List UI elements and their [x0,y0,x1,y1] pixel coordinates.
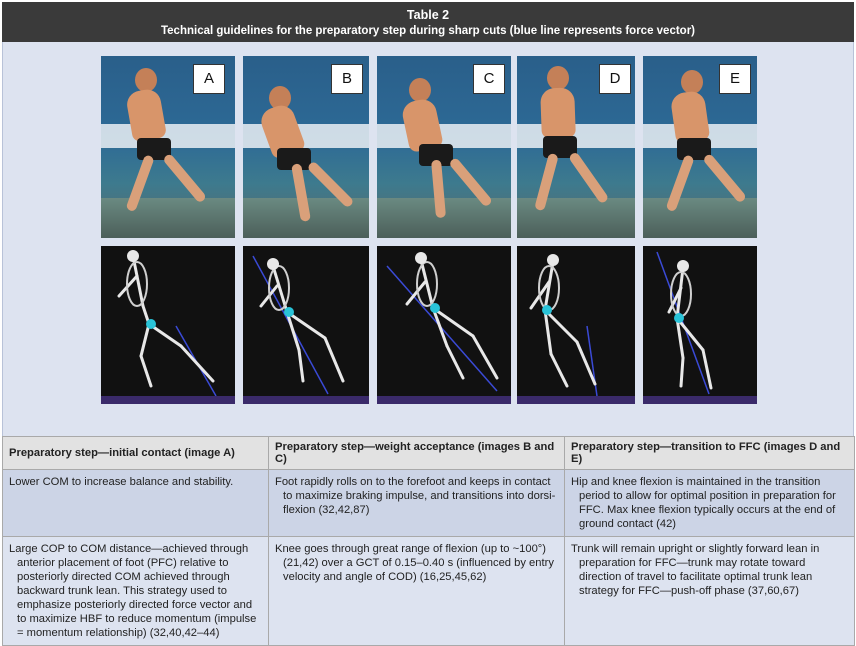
photo-panel-a: A [101,56,235,238]
panel-label-a: A [193,64,225,94]
runner-torso [124,87,168,143]
table-cell: Lower COM to increase balance and stabil… [2,469,269,537]
table-row: Lower COM to increase balance and stabil… [2,469,855,537]
floor [643,198,757,238]
runner-leg [567,151,610,205]
table-cell: Trunk will remain upright or slightly fo… [564,536,855,646]
runner-leg [702,152,748,204]
skeleton-figure [517,254,635,404]
photo-panel-e: E [643,56,757,238]
table-header-row: Preparatory step—initial contact (image … [2,436,855,470]
runner-head [681,70,703,94]
runner-shorts [543,136,577,158]
runner-shorts [277,148,311,170]
skeleton-panel-b [243,246,369,404]
floor [101,198,235,238]
panel-label-b: B [331,64,363,94]
table-cell: Hip and knee flexion is maintained in th… [564,469,855,537]
photo-panel-d: D [517,56,635,238]
column-header: Preparatory step—initial contact (image … [2,436,269,470]
skeleton-panel-d [517,246,635,404]
table-cell: Large COP to COM distance—achieved throu… [2,536,269,646]
skeleton-figure [377,252,511,404]
photo-panel-b: B [243,56,369,238]
table-cell: Foot rapidly rolls on to the forefoot an… [268,469,565,537]
table-title: Table 2 [406,8,450,22]
panel-label-e: E [719,64,751,94]
column-header: Preparatory step—weight acceptance (imag… [268,436,565,470]
photo-panel-c: C [377,56,511,238]
table-header: Table 2 Technical guidelines for the pre… [2,2,854,42]
skeleton-figure [101,250,235,404]
runner-head [547,66,569,90]
runner-shorts [419,144,453,166]
skeleton-panel-a [101,246,235,404]
guidelines-table: Preparatory step—initial contact (image … [2,436,855,646]
skeleton-panel-c [377,246,511,404]
panel-label-c: C [473,64,505,94]
column-header: Preparatory step—transition to FFC (imag… [564,436,855,470]
runner-torso [540,87,576,139]
table-cell: Knee goes through great range of flexion… [268,536,565,646]
figure-area: A B C D E [2,42,854,436]
runner-head [135,68,157,92]
runner-shorts [137,138,171,160]
table-row: Large COP to COM distance—achieved throu… [2,536,855,646]
runner-shorts [677,138,711,160]
skeleton-figure [643,251,757,404]
skeleton-figure [243,255,369,404]
table-subtitle: Technical guidelines for the preparatory… [160,25,696,37]
skeleton-panel-e [643,246,757,404]
runner-head [269,86,291,110]
runner-leg [162,152,208,204]
panel-label-d: D [599,64,631,94]
runner-torso [669,89,711,145]
runner-head [409,78,431,102]
